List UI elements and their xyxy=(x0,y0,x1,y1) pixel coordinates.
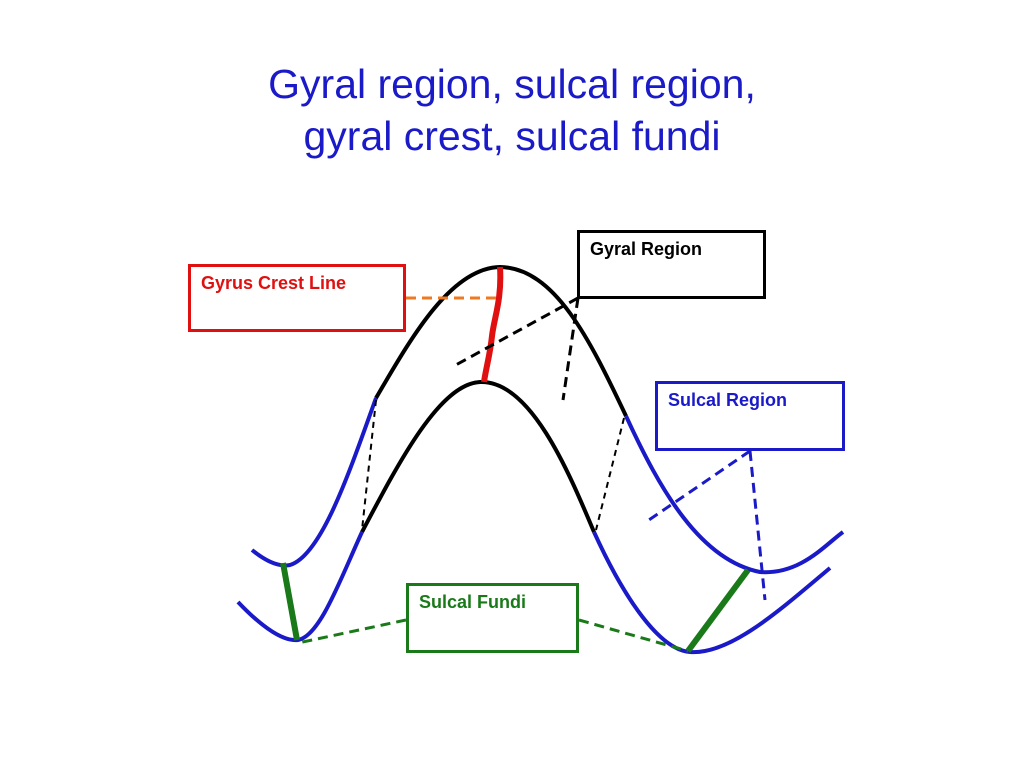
connector-gyral-region-b xyxy=(561,297,580,401)
title-line-2: gyral crest, sulcal fundi xyxy=(303,113,721,159)
sulcal-fundi-label-box: Sulcal Fundi xyxy=(406,583,579,653)
gyral-region-label: Gyral Region xyxy=(590,239,703,259)
outer-surface-sulcal-right xyxy=(624,415,845,575)
connector-sulcal-fundi-left xyxy=(297,618,407,645)
gyrus-crest-line xyxy=(481,266,504,383)
outer-surface-sulcal-left xyxy=(250,397,378,568)
slide-title: Gyral region, sulcal region, gyral crest… xyxy=(0,58,1024,162)
boundary-dashed-right xyxy=(595,417,625,531)
connector-sulcal-fundi-right xyxy=(578,618,689,653)
gyral-region-label-box: Gyral Region xyxy=(577,230,766,299)
connector-sulcal-region-a xyxy=(645,449,751,524)
inner-surface-gyral xyxy=(360,379,596,533)
inner-surface-sulcal-left xyxy=(236,531,364,643)
sulcal-fundus-right xyxy=(685,568,751,653)
gyrus-crest-label-box: Gyrus Crest Line xyxy=(188,264,406,332)
gyrus-crest-label: Gyrus Crest Line xyxy=(201,273,347,293)
sulcal-fundi-label: Sulcal Fundi xyxy=(419,592,527,612)
sulcal-region-label: Sulcal Region xyxy=(668,390,788,410)
connector-gyral-region-a xyxy=(453,296,579,368)
title-line-1: Gyral region, sulcal region, xyxy=(268,61,756,107)
connector-sulcal-region-b xyxy=(748,450,767,601)
sulcal-region-label-box: Sulcal Region xyxy=(655,381,845,451)
sulcal-fundus-left xyxy=(280,562,300,641)
